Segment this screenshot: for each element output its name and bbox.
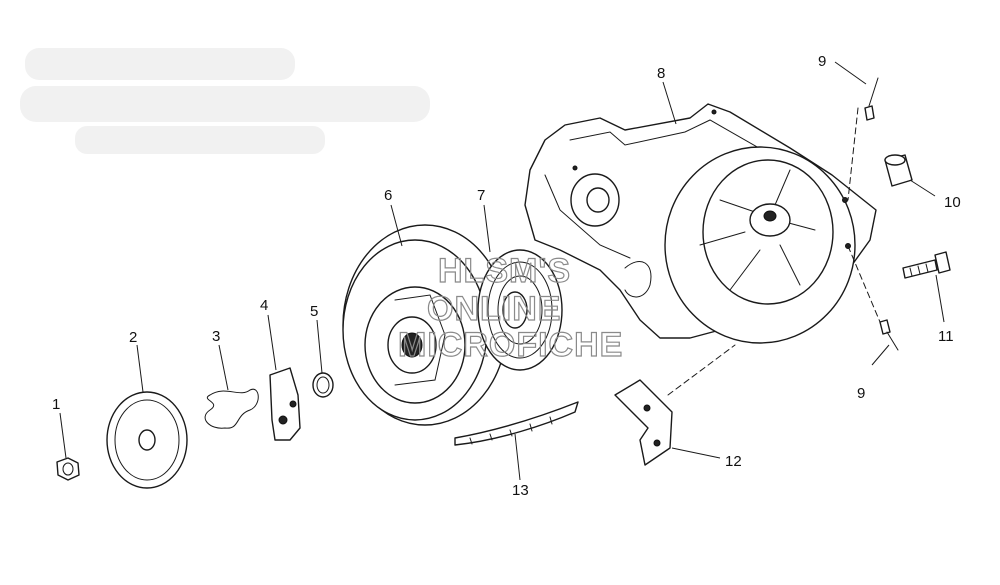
part-3-spring-clip[interactable] — [204, 388, 259, 429]
part-5-snap-ring[interactable] — [312, 372, 334, 398]
part-11-bolt[interactable] — [902, 251, 951, 279]
callout-3: 3 — [212, 328, 220, 345]
callout-12: 12 — [725, 453, 742, 470]
callout-13: 13 — [512, 482, 529, 499]
part-9-upper-rivet[interactable] — [864, 77, 879, 121]
part-8-recoil-housing[interactable] — [524, 103, 877, 344]
callout-7: 7 — [477, 187, 485, 204]
part-7-spring[interactable] — [477, 249, 563, 371]
part-10-bushing[interactable] — [884, 154, 913, 187]
assembly-lines — [667, 107, 881, 396]
part-6-pulley[interactable] — [342, 224, 508, 426]
leader-lines — [59, 61, 945, 481]
callout-9-lower: 9 — [857, 385, 865, 402]
callout-labels: 1 2 3 4 5 6 7 8 9 10 11 12 13 9 — [52, 53, 961, 499]
watermark-line-2: ONLINE — [427, 290, 561, 328]
callout-1: 1 — [52, 396, 60, 413]
blurred-header — [20, 48, 430, 154]
part-13-rope[interactable] — [454, 401, 579, 446]
part-12-bracket[interactable] — [614, 379, 673, 466]
callout-2: 2 — [129, 329, 137, 346]
watermark-line-1: HLSM'S — [438, 252, 571, 290]
part-2-washer-plate[interactable] — [106, 391, 188, 489]
callout-4: 4 — [260, 297, 268, 314]
watermark-line-3: MICROFICHE — [398, 326, 623, 364]
watermark: HLSM'S ONLINE MICROFICHE — [397, 251, 623, 364]
callout-10: 10 — [944, 194, 961, 211]
part-9-lower-rivet[interactable] — [879, 319, 899, 351]
callout-8: 8 — [657, 65, 665, 82]
part-1-nut[interactable] — [56, 457, 80, 481]
callout-5: 5 — [310, 303, 318, 320]
part-4-pawl[interactable] — [269, 367, 301, 441]
callout-11: 11 — [938, 328, 954, 345]
callout-6: 6 — [384, 187, 392, 204]
callout-9-upper: 9 — [818, 53, 826, 70]
